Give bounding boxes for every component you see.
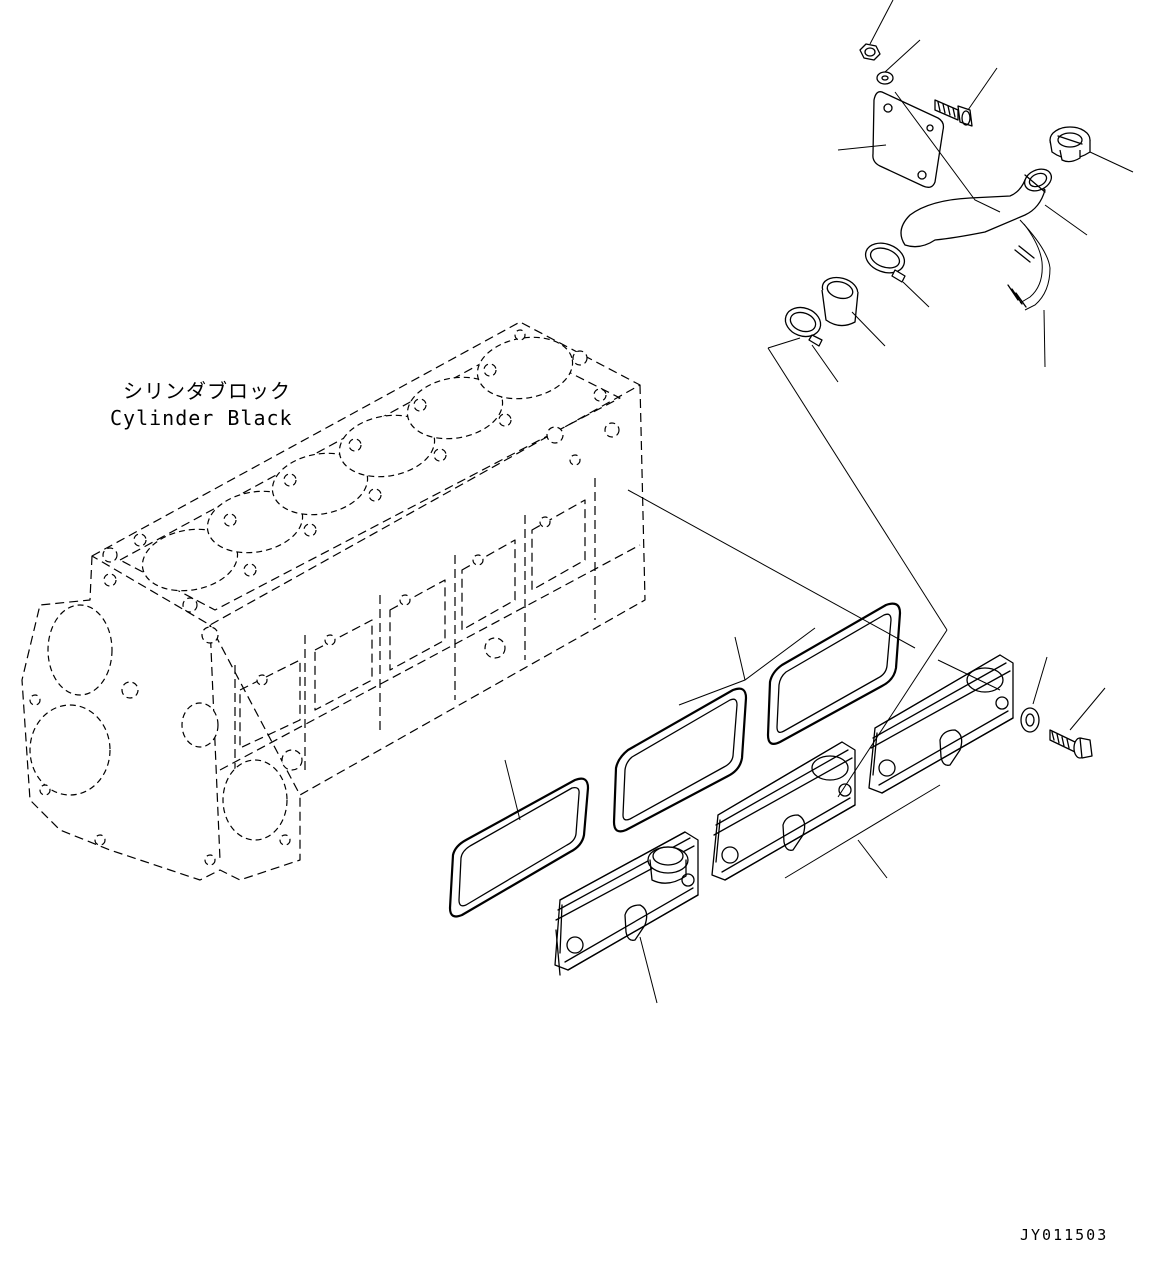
block-end-face — [29, 573, 291, 866]
hose-clamp-lower — [784, 306, 823, 347]
head-cover-1 — [554, 831, 699, 976]
cylinder-bores — [141, 336, 574, 592]
bracket-nut — [859, 43, 881, 61]
bracket-plate — [872, 91, 945, 188]
cover-bolt — [1049, 729, 1093, 759]
head-cover-2 — [711, 741, 856, 881]
breather-tube — [900, 168, 1053, 311]
bracket-bolt — [934, 99, 973, 127]
hose-clamp-upper — [864, 242, 906, 283]
head-cover-gaskets — [448, 602, 902, 918]
cylinder-block — [21, 321, 646, 881]
head-bolt-holes — [102, 329, 620, 644]
leader-lines — [504, 0, 1134, 1004]
figure-code: JY011503 — [1020, 1226, 1108, 1244]
head-cover-3 — [868, 654, 1014, 794]
block-side-ribs — [219, 478, 641, 800]
block-label-english: Cylinder Black — [110, 406, 293, 430]
connector-hose — [821, 276, 859, 327]
block-label-japanese: シリンダブロック — [123, 379, 291, 403]
bracket-washer — [876, 71, 894, 85]
cover-washer — [1020, 707, 1040, 733]
filler-cap — [1049, 126, 1091, 163]
